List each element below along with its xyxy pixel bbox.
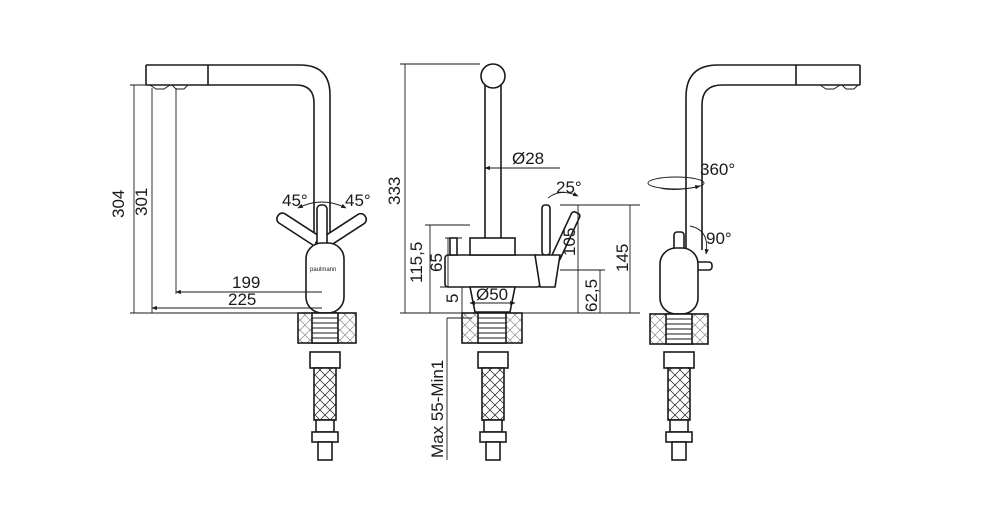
middle-dim-115: 115,5 (407, 242, 426, 283)
brand-logo-text: paulmann (310, 267, 336, 273)
left-dim-301: 301 (132, 188, 151, 216)
right-view: 360° 90° (647, 64, 861, 461)
middle-dim-dia50: Ø50 (476, 285, 508, 304)
left-dim-199: 199 (232, 273, 260, 292)
left-view: paulmann 45° 45° 304 301 199 225 (109, 64, 371, 461)
middle-dim-5: 5 (443, 294, 462, 303)
middle-dim-105: 105 (560, 228, 579, 256)
middle-body (444, 254, 541, 288)
right-angle-rotation: 360° (700, 160, 735, 179)
left-dim-304: 304 (109, 190, 128, 218)
left-spout-inner (146, 84, 315, 245)
middle-view: 25° Ø28 333 115,5 65 5 Ø50 105 62,5 145 (385, 63, 640, 461)
middle-dim-333: 333 (385, 177, 404, 205)
middle-spout-head (480, 63, 506, 89)
left-angle-left: 45° (282, 191, 308, 210)
left-body (305, 242, 345, 314)
left-dim-225: 225 (228, 290, 256, 309)
middle-dim-dia28: Ø28 (512, 149, 544, 168)
left-angle-right: 45° (345, 191, 371, 210)
middle-angle-lever: 25° (556, 178, 582, 197)
middle-dim-62: 62,5 (582, 279, 601, 312)
middle-dim-65: 65 (427, 253, 446, 272)
middle-dim-145: 145 (613, 244, 632, 272)
right-angle-lever: 90° (706, 229, 732, 248)
middle-dim-mount: Max 55-Min1 (428, 360, 447, 458)
left-spout-outer (146, 64, 331, 245)
